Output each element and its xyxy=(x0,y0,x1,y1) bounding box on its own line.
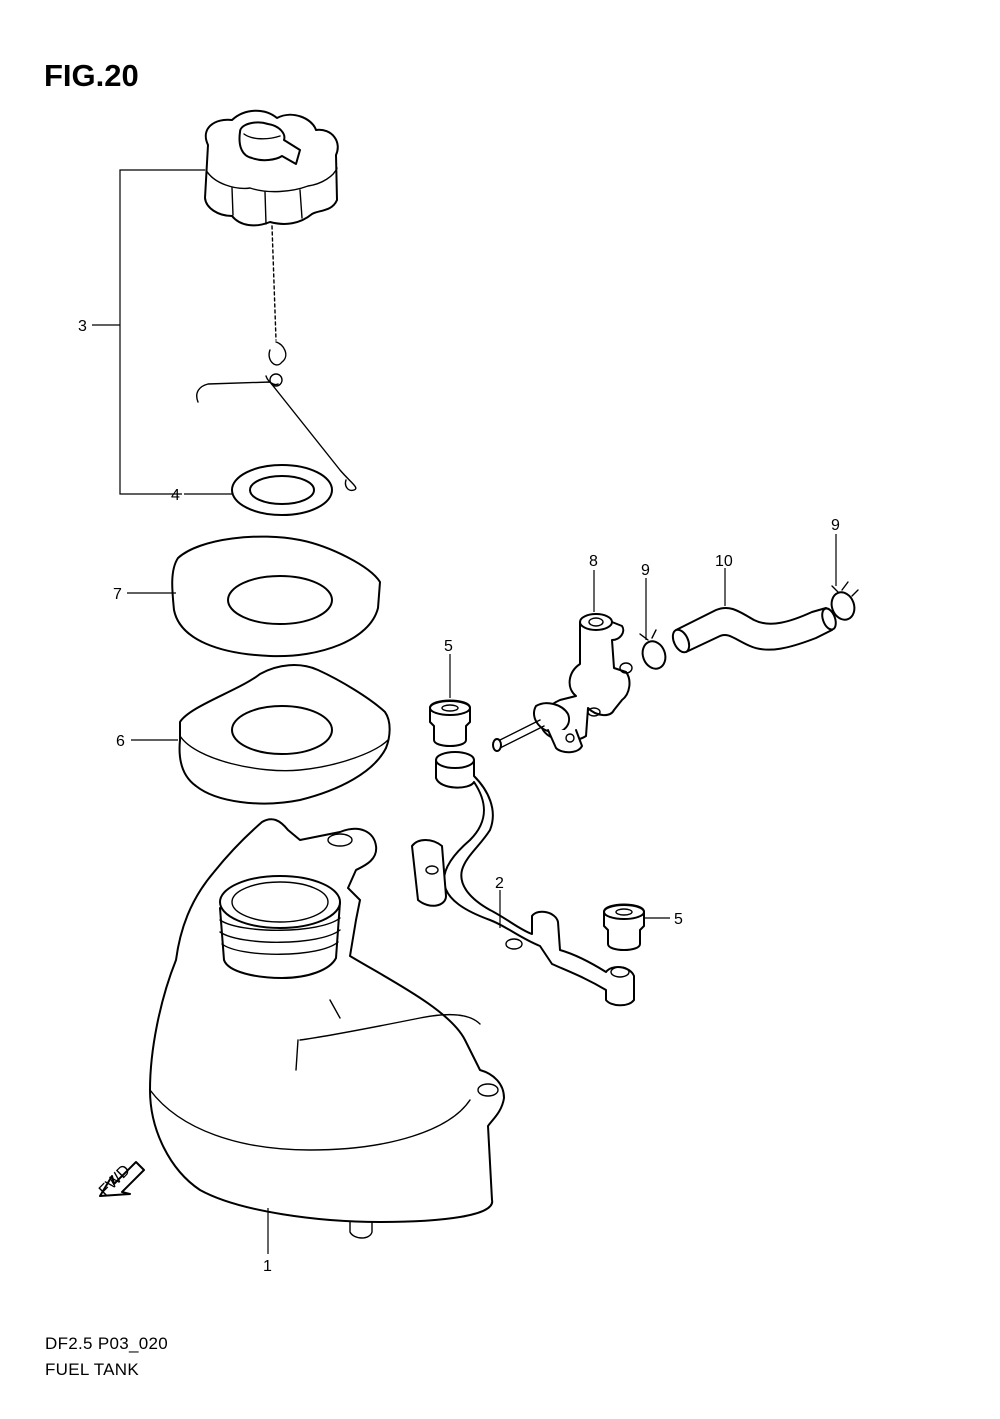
figure-title: FIG.20 xyxy=(44,58,139,93)
grommet-lower xyxy=(603,903,645,951)
hose-clip-right xyxy=(830,581,859,621)
fwd-direction-arrow: FWD xyxy=(96,1161,145,1200)
seal-plate-6 xyxy=(178,664,391,805)
fuel-cap xyxy=(204,109,339,227)
callout-5-lower: 5 xyxy=(674,911,683,928)
callout-7: 7 xyxy=(113,586,122,603)
fuel-cock xyxy=(492,613,633,754)
callout-1: 1 xyxy=(263,1258,272,1275)
grommet-upper xyxy=(429,699,471,747)
callout-5-upper: 5 xyxy=(444,638,453,655)
callout-8: 8 xyxy=(589,553,598,570)
fuel-cock-bracket xyxy=(411,751,635,1007)
callout-numbers: 3 4 7 6 5 8 9 10 9 5 2 1 xyxy=(78,318,840,1275)
callout-2: 2 xyxy=(495,875,504,892)
cap-chain xyxy=(196,225,357,492)
fuel-hose xyxy=(671,606,837,654)
figure-name: FUEL TANK xyxy=(45,1360,140,1379)
hose-clip-left xyxy=(639,629,667,670)
fuel-tank xyxy=(149,818,505,1239)
callout-9-left: 9 xyxy=(641,562,650,579)
callout-3: 3 xyxy=(78,318,87,335)
callout-9-right: 9 xyxy=(831,517,840,534)
seal-washer-7 xyxy=(171,535,381,658)
callout-4: 4 xyxy=(171,487,180,504)
figure-code: DF2.5 P03_020 xyxy=(45,1334,168,1353)
leader-lines xyxy=(92,169,837,1254)
callout-6: 6 xyxy=(116,733,125,750)
callout-10: 10 xyxy=(715,553,733,570)
cap-gasket xyxy=(231,464,333,516)
